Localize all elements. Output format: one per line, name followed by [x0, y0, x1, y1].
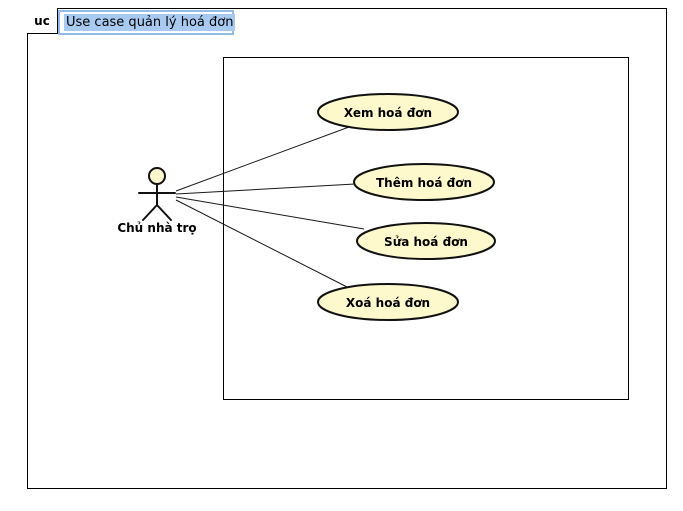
use-case-label: Xem hoá đơn	[344, 106, 432, 120]
use-case-them-hoa-don[interactable]: Thêm hoá đơn	[353, 163, 495, 201]
use-case-label: Sửa hoá đơn	[384, 235, 468, 249]
use-case-ellipse	[353, 163, 495, 201]
use-case-label: Thêm hoá đơn	[376, 176, 472, 190]
actor-right-leg	[156, 204, 172, 221]
use-case-label: Xoá hoá đơn	[346, 296, 430, 310]
use-case-ellipse	[317, 93, 459, 131]
association-actor-xoa[interactable]	[175, 199, 352, 290]
diagram-title-input[interactable]: Use case quản lý hoá đơn	[58, 10, 236, 35]
use-case-ellipse	[356, 222, 496, 260]
use-case-xoa-hoa-don[interactable]: Xoá hoá đơn	[317, 283, 459, 321]
association-actor-them[interactable]	[175, 183, 356, 195]
frame-keyword-tab: uc	[27, 8, 58, 34]
use-case-sua-hoa-don[interactable]: Sửa hoá đơn	[356, 222, 496, 260]
frame-keyword: uc	[34, 13, 50, 28]
use-case-xem-hoa-don[interactable]: Xem hoá đơn	[317, 93, 459, 131]
use-case-ellipse	[317, 283, 459, 321]
actor-head	[148, 167, 166, 185]
actor-node[interactable]: Chủ nhà trọ	[117, 167, 197, 235]
association-actor-sua[interactable]	[175, 196, 365, 230]
association-actor-xem[interactable]	[175, 126, 350, 192]
diagram-title-selected-text: Use case quản lý hoá đơn	[64, 14, 236, 31]
actor-label: Chủ nhà trọ	[117, 221, 196, 235]
actor-left-leg	[142, 204, 158, 221]
